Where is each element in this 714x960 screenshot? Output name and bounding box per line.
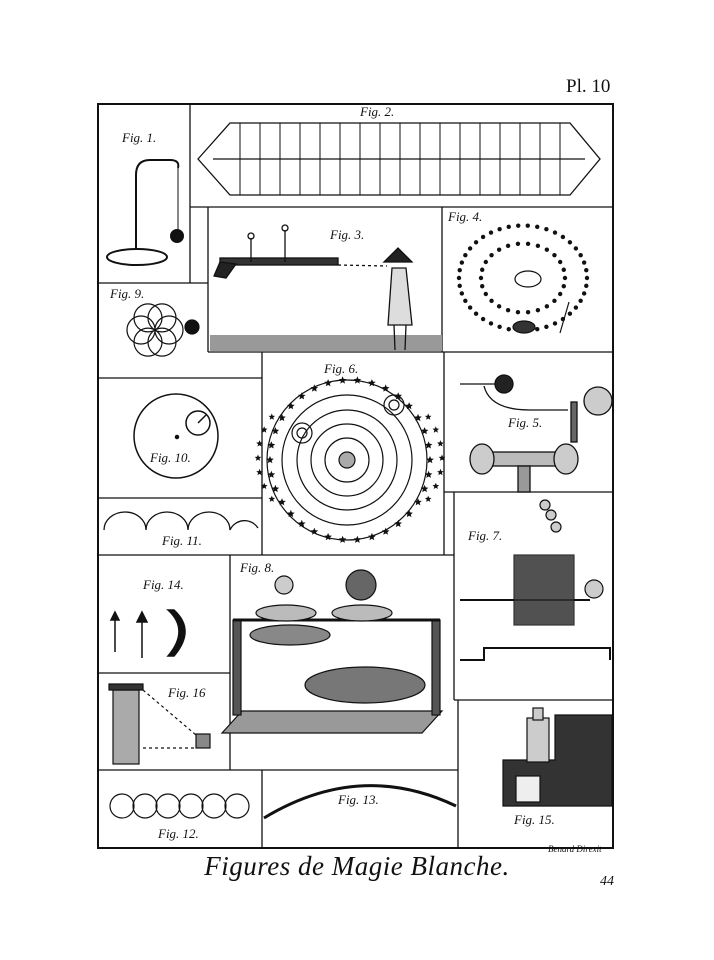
fig13-illustration — [263, 784, 457, 820]
fig15-illustration — [502, 707, 613, 807]
fig7-caption: Fig. 7. — [468, 528, 503, 543]
fig14-illustration — [109, 609, 186, 658]
fig11-caption: Fig. 11. — [162, 533, 202, 548]
fig10-caption: Fig. 10. — [150, 450, 191, 465]
engraver-credit: Benard Direxit — [548, 844, 602, 854]
fig3-illustration — [210, 224, 442, 351]
fig1-caption: Fig. 1. — [122, 130, 157, 145]
fig8-illustration — [220, 569, 444, 734]
plate-number: Pl. 10 — [566, 76, 611, 97]
plate-frame — [97, 103, 614, 849]
fig13-caption: Fig. 13. — [338, 792, 379, 807]
fig6-illustration — [266, 379, 428, 541]
fig8-caption: Fig. 8. — [240, 560, 275, 575]
fig2-illustration — [197, 122, 601, 196]
fig14-caption: Fig. 14. — [143, 577, 184, 592]
fig1-illustration — [106, 159, 184, 266]
fig5-caption: Fig. 5. — [508, 415, 543, 430]
fig9-illustration — [126, 303, 200, 357]
fig12-illustration — [109, 793, 250, 819]
fig15-caption: Fig. 15. — [514, 812, 555, 827]
fig6-caption: Fig. 6. — [324, 361, 359, 376]
fig16-illustration — [108, 683, 211, 765]
page-number: 44 — [600, 874, 614, 889]
fig2-caption: Fig. 2. — [360, 104, 395, 119]
fig10-illustration — [133, 393, 219, 479]
fig16-caption: Fig. 16 — [168, 685, 206, 700]
plate-title: Figures de Magie Blanche. — [204, 851, 510, 881]
fig12-caption: Fig. 12. — [158, 826, 199, 841]
fig11-illustration — [103, 511, 259, 531]
fig7-illustration — [460, 499, 611, 661]
fig5-illustration — [460, 374, 613, 493]
fig4-illustration — [456, 223, 590, 333]
fig9-caption: Fig. 9. — [110, 286, 145, 301]
fig3-caption: Fig. 3. — [330, 227, 365, 242]
fig4-caption: Fig. 4. — [448, 209, 483, 224]
